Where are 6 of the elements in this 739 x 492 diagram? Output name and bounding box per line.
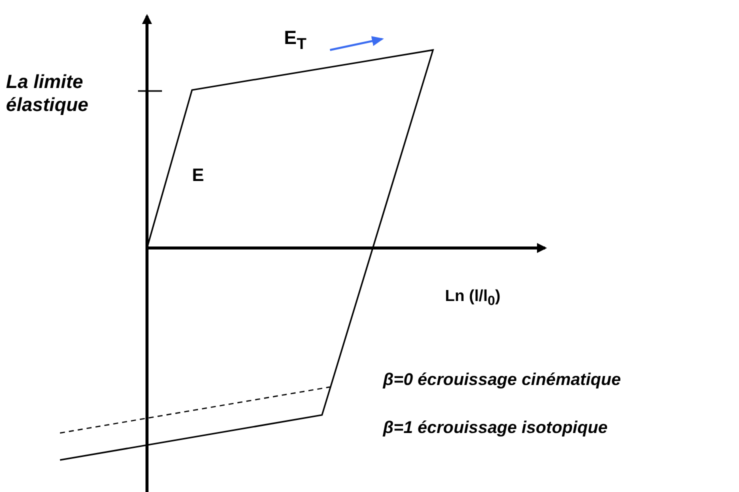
axis-label: La limite élastique (6, 72, 90, 118)
axis-label: Ln (l/l$_{0}$) (445, 287, 500, 310)
curve-label: E (192, 165, 204, 187)
legend-text: β=1 écrouissage isotopique (383, 418, 608, 438)
curve-label: E$_{T}$ (284, 28, 306, 55)
legend-text: β=0 écrouissage cinématique (383, 370, 621, 390)
